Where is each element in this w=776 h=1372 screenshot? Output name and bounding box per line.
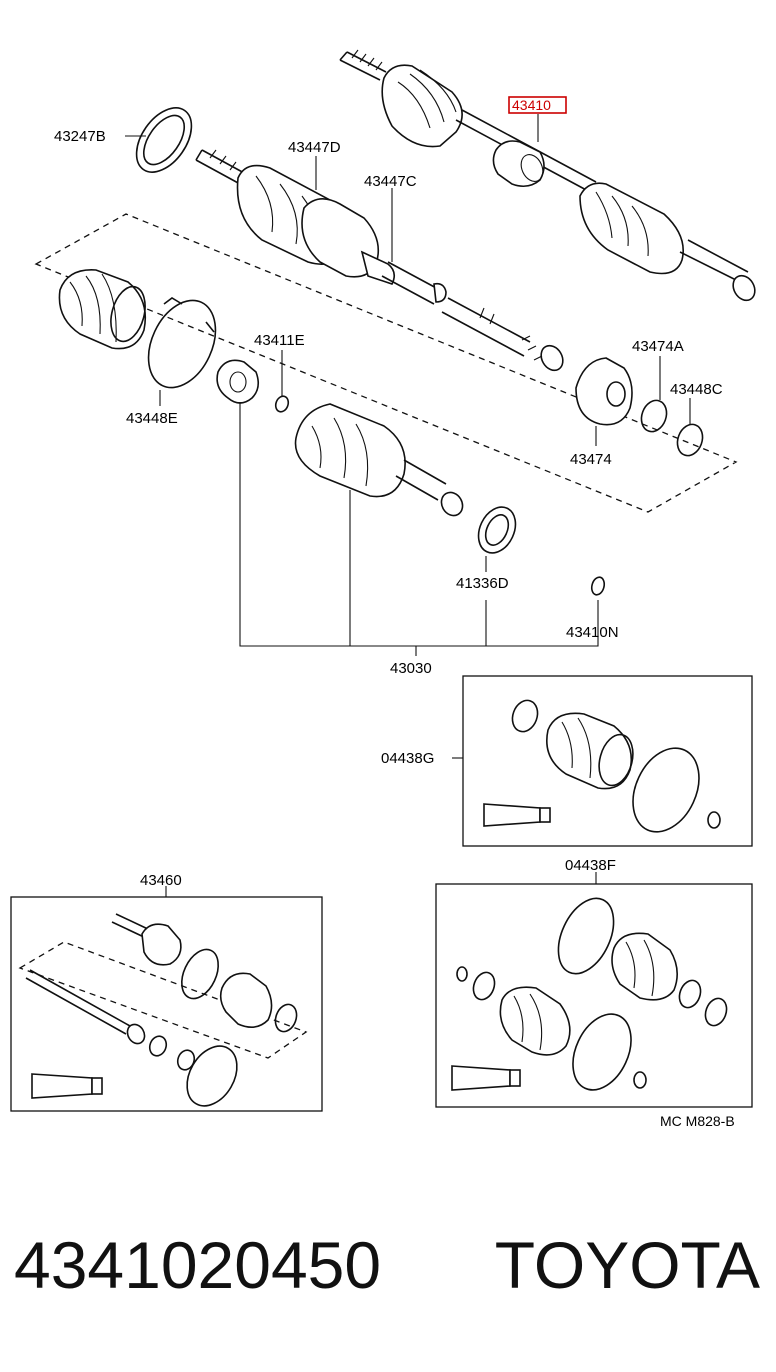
drive-shaft-assembly — [339, 49, 756, 302]
inner-boot — [58, 269, 147, 350]
kit-box-04438f — [435, 883, 753, 1108]
tripod-joint — [216, 359, 260, 404]
kit-boundary — [34, 213, 738, 513]
boot-clamp-43448e — [147, 297, 217, 389]
label-41336d: 41336D — [456, 575, 509, 592]
label-43448e: 43448E — [126, 410, 178, 427]
label-43447c: 43447C — [364, 173, 417, 190]
clamp-43474a — [640, 399, 668, 433]
label-43460: 43460 — [140, 872, 182, 889]
part-number: 4341020450 — [14, 1228, 382, 1302]
highlight-box-43410 — [508, 96, 567, 114]
snap-ring-43410n — [590, 576, 606, 596]
label-04438f: 04438F — [565, 857, 616, 874]
kit-04438g-parts — [483, 699, 721, 833]
clamp-43448c — [676, 423, 704, 457]
label-04438g: 04438G — [381, 750, 434, 767]
bracket-43030 — [239, 402, 598, 656]
label-43410: 43410 — [512, 97, 551, 113]
label-43247b: 43247B — [54, 128, 106, 145]
seal-41336d — [477, 506, 517, 554]
label-43411e: 43411E — [254, 332, 305, 349]
snap-ring-43411e — [274, 395, 290, 413]
kit-43460-parts — [25, 913, 298, 1107]
label-43030: 43030 — [390, 660, 432, 677]
shaft-inner-joint — [195, 149, 564, 372]
snap-ring-43247b — [135, 107, 193, 173]
caption: 4341020450 TOYOTA — [0, 1215, 776, 1325]
kit-04438f-parts — [451, 897, 728, 1091]
label-43474a: 43474A — [632, 338, 684, 355]
outer-joint-housing — [294, 403, 464, 517]
brand-name: TOYOTA — [494, 1228, 760, 1302]
label-43447d: 43447D — [288, 139, 341, 156]
damper-43474 — [575, 357, 633, 426]
label-43410n: 43410N — [566, 624, 619, 641]
kit-box-04438g — [462, 675, 753, 847]
label-43448c: 43448C — [670, 381, 723, 398]
label-43474: 43474 — [570, 451, 612, 468]
drawing-code: MC M828-B — [660, 1113, 735, 1129]
